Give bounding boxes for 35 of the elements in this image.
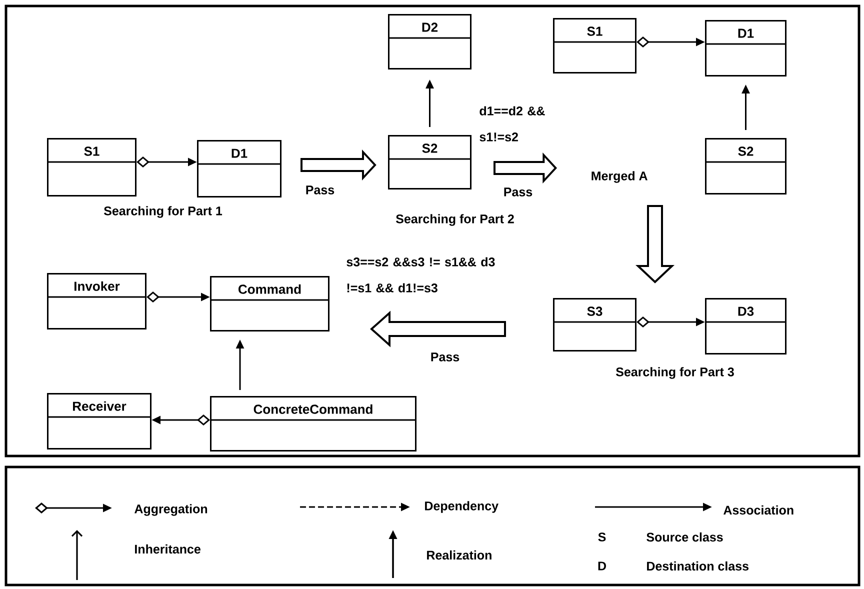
class-box: D1 (705, 20, 786, 76)
legend-text: Source class (646, 532, 723, 542)
legend-text: Association (724, 505, 794, 515)
class-box: D1 (197, 140, 282, 198)
caption: Searching for Part 1 (104, 206, 222, 218)
block-arrow (370, 310, 506, 348)
edge-label: Pass (304, 184, 336, 196)
class-box: ConcreteCommand (210, 396, 416, 452)
legend-text: Aggregation (134, 504, 208, 516)
caption: Searching for Part 3 (616, 367, 734, 379)
condition-label: d1==d2 && s1!=s2 (480, 106, 545, 142)
class-box: D2 (388, 14, 472, 70)
legend-key-letter: S (598, 532, 606, 542)
legend-text: Realization (427, 550, 492, 560)
class-box: S1 (553, 18, 636, 74)
class-box: S3 (553, 298, 636, 352)
edge-label: Pass (429, 352, 461, 362)
class-box: Invoker (47, 273, 146, 330)
legend-key-letter: D (598, 562, 606, 570)
block-arrow (300, 149, 376, 181)
edge-label: Pass (502, 186, 534, 198)
class-box: Command (210, 276, 330, 332)
legend-text: Dependency (425, 501, 498, 513)
class-box: S1 (47, 138, 136, 196)
group-label: Merged A (592, 171, 648, 183)
class-box: D3 (705, 298, 786, 354)
legend-text: Inheritance (135, 544, 200, 554)
legend-text: Destination class (647, 561, 748, 571)
class-box: Receiver (47, 393, 152, 450)
caption: Searching for Part 2 (396, 214, 514, 226)
class-box: S2 (388, 135, 472, 190)
condition-label: s3==s2 &&s3 != s1&& d3 !=s1 && d1!=s3 (346, 257, 495, 292)
block-arrow (494, 152, 558, 184)
block-arrow (635, 205, 675, 284)
class-box: S2 (705, 138, 786, 194)
